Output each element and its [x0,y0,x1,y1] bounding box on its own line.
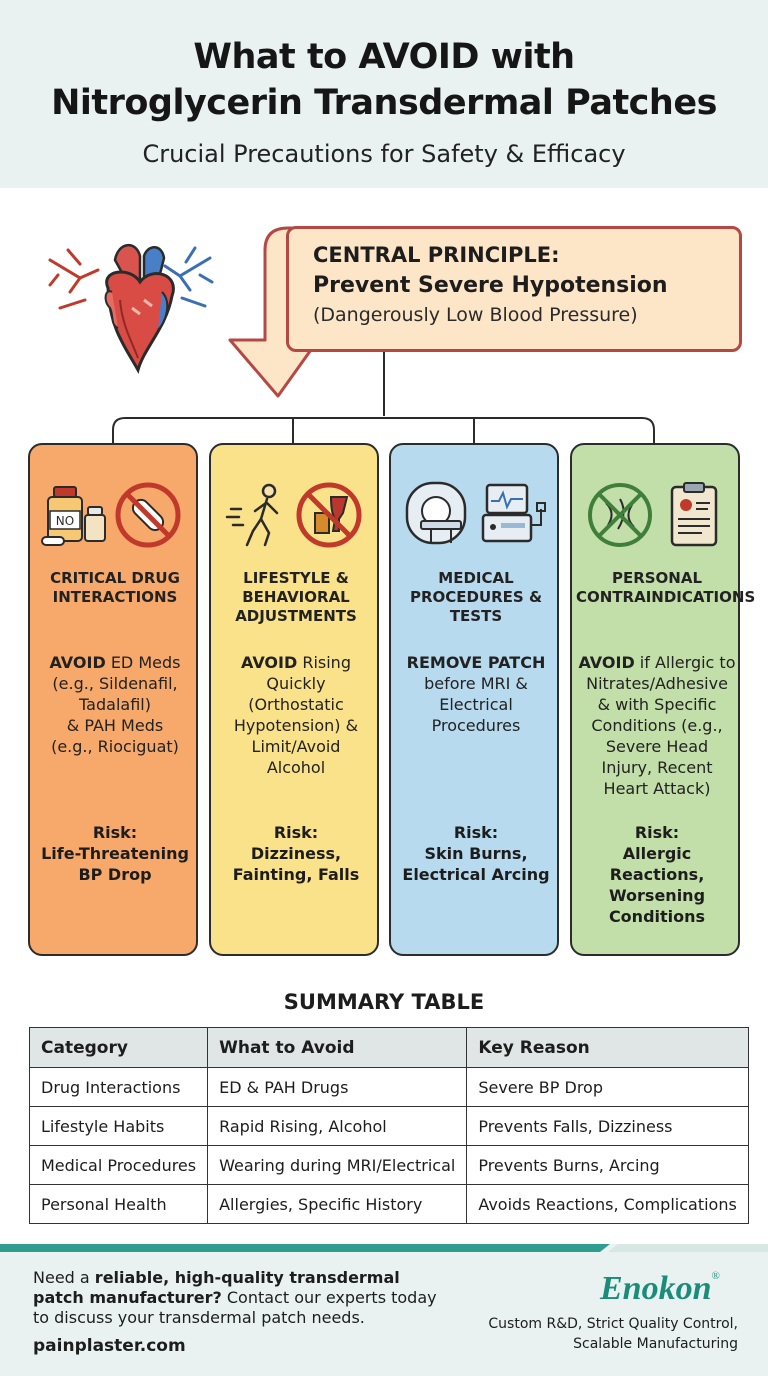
table-cell: ED & PAH Drugs [207,1067,468,1107]
header-banner: What to AVOID with Nitroglycerin Transde… [0,0,768,188]
principle-headline: Prevent Severe Hypotension [313,273,668,298]
svg-text:NO: NO [56,514,74,528]
footer-cta: Need a reliable, high-quality transderma… [33,1268,437,1327]
tree-connectors [112,352,655,443]
brand-logo: Enokon® [600,1270,720,1307]
prohibited-pill-icon [115,482,181,548]
central-principle-box: CENTRAL PRINCIPLE: Prevent Severe Hypote… [286,226,742,352]
summary-table-title: SUMMARY TABLE [283,990,485,1014]
table-cell: Rapid Rising, Alcohol [207,1106,468,1146]
medicine-bottles-icon: NO [41,486,106,546]
table-cell: Prevents Burns, Arcing [466,1145,749,1185]
card-2-risk: Risk: Dizziness, Fainting, Falls [232,823,360,884]
table-row: Drug Interactions ED & PAH Drugs Severe … [28,1067,749,1107]
table-cell: Lifestyle Habits [28,1106,209,1146]
card-1-risk: Risk: Life-Threatening BP Drop [41,823,189,884]
electrical-monitor-icon [481,483,546,543]
table-row: Personal Health Allergies, Specific Hist… [28,1184,749,1224]
table-cell: Severe BP Drop [466,1067,749,1107]
card-4-risk: Risk: Allergic Reactions, Worsening Cond… [608,823,706,926]
mri-scanner-icon [405,481,467,545]
table-row: Medical Procedures Wearing during MRI/El… [28,1145,749,1185]
title-line-2: Nitroglycerin Transdermal Patches [51,83,717,123]
prohibited-alcohol-icon [296,482,362,548]
card-3-risk: Risk: Skin Burns, Electrical Arcing [402,823,550,884]
card-3-body: REMOVE PATCH before MRI & Electrical Pro… [406,653,546,735]
table-cell: Wearing during MRI/Electrical [207,1145,468,1185]
card-1-body: AVOID ED Meds (e.g., Sildenafil, Tadalaf… [49,653,181,756]
footer-stripe [0,1244,768,1252]
table-cell: Avoids Reactions, Complications [466,1184,749,1224]
table-cell: Prevents Falls, Dizziness [466,1106,749,1146]
page-subtitle: Crucial Precautions for Safety & Efficac… [142,140,626,168]
table-cell: Medical Procedures [28,1145,209,1185]
table-header-row: Category What to Avoid Key Reason [28,1027,749,1068]
brand-tagline: Custom R&D, Strict Quality Control,Scala… [488,1316,738,1352]
title-line-1: What to AVOID with [193,37,575,77]
prohibited-allergen-icon [588,483,652,547]
website-link[interactable]: painplaster.com [33,1336,186,1356]
heart-icon [48,244,214,374]
card-4-body: AVOID if Allergic to Nitrates/Adhesive &… [578,653,736,798]
footer-band [0,1244,768,1376]
medical-clipboard-icon [670,482,718,547]
table-cell: Allergies, Specific History [207,1184,468,1224]
table-cell: Personal Health [28,1184,209,1224]
table-cell: Drug Interactions [28,1067,209,1107]
table-row: Lifestyle Habits Rapid Rising, Alcohol P… [28,1106,749,1146]
column-header: Key Reason [466,1027,749,1068]
page-title: What to AVOID with Nitroglycerin Transde… [0,0,768,126]
principle-label: CENTRAL PRINCIPLE: [313,243,560,267]
card-1-icons: NO [41,482,181,548]
card-4-icons [588,482,718,547]
card-2-icons [225,482,362,548]
column-header: Category [28,1027,209,1068]
card-2-body: AVOID Rising Quickly (Orthostatic Hypote… [233,653,359,777]
summary-table: Category What to Avoid Key Reason Drug I… [28,1027,749,1224]
column-header: What to Avoid [207,1027,468,1068]
principle-detail: (Dangerously Low Blood Pressure) [313,304,638,326]
card-3-icons [405,481,546,545]
walking-person-icon [225,483,279,547]
